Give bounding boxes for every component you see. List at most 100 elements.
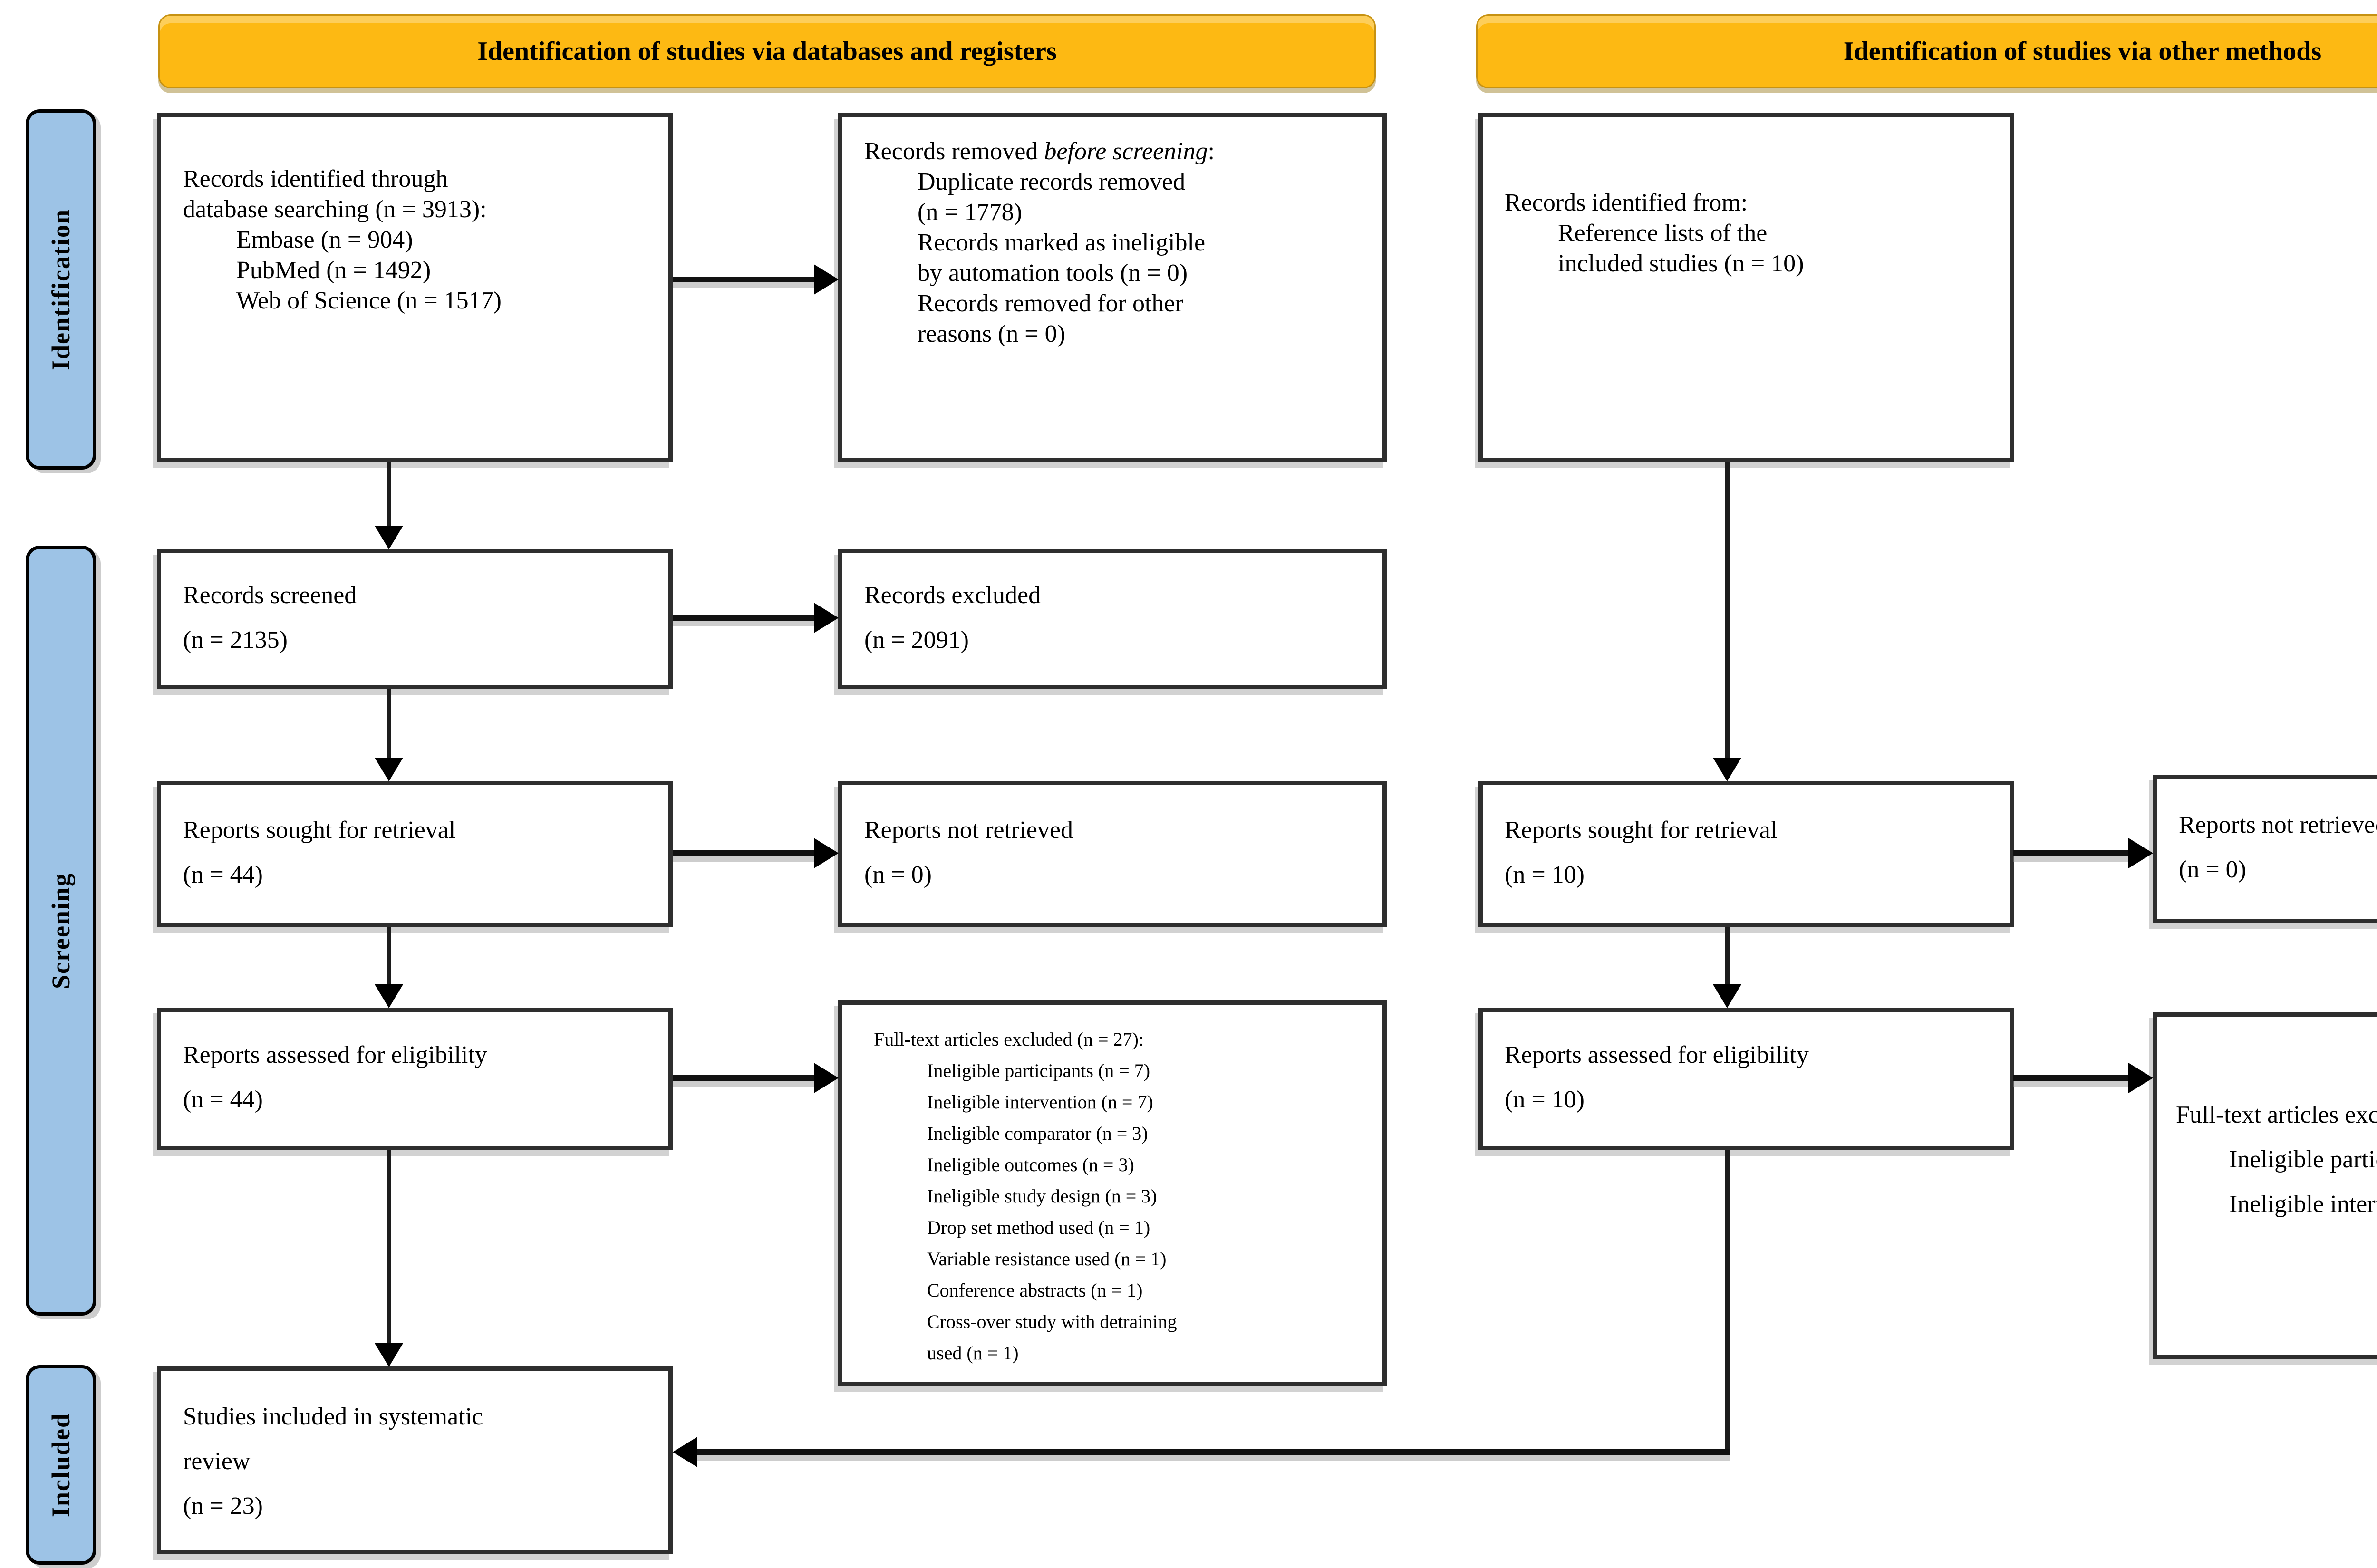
arrow-sought-to-assessed-other	[1725, 927, 1730, 987]
arrow-identified-to-screened	[387, 462, 391, 529]
box-text-line: Reports assessed for eligibility	[183, 1041, 487, 1068]
box-text-line: Ineligible participants (n = 2)	[2229, 1146, 2377, 1173]
phase-identification-label: Identification	[47, 208, 75, 370]
arrow-assessed-to-fulltext-excluded-other	[2013, 1075, 2130, 1081]
box-text-line: (n = 2091)	[864, 626, 969, 654]
box-text-segment: Records removed	[864, 138, 1044, 165]
arrow-sought-to-not-retrieved-other	[2013, 850, 2130, 856]
box-text-line: Reports not retrieved	[864, 817, 1073, 844]
box-text-line: Studies included in systematic	[183, 1403, 483, 1430]
box-text-line: Reports not retrieved	[2179, 811, 2377, 838]
arrowhead-down-icon	[375, 984, 403, 1008]
box-text-line: Ineligible participants (n = 7)	[927, 1060, 1150, 1081]
box-records-excluded: Records excluded (n = 2091)	[838, 549, 1387, 689]
box-reports-assessed-databases: Reports assessed for eligibility (n = 44…	[157, 1008, 673, 1150]
box-text-line: by automation tools (n = 0)	[918, 260, 1188, 287]
box-text-line: Records removed before screening:	[864, 136, 1378, 167]
box-text-line: Drop set method used (n = 1)	[927, 1217, 1150, 1238]
box-text-line: Ineligible intervention (n = 7)	[927, 1091, 1153, 1113]
box-text-line: Ineligible intervention (n = 2)	[2229, 1191, 2377, 1218]
box-text-line: Ineligible comparator (n = 3)	[927, 1123, 1148, 1144]
box-text-line: Records identified from:	[1505, 189, 1748, 216]
arrow-sought-to-assessed-db	[387, 927, 391, 987]
arrowhead-right-icon	[814, 838, 839, 868]
arrowhead-right-icon	[814, 264, 839, 295]
box-text-line: (n = 44)	[183, 861, 263, 888]
box-text-line: (n = 0)	[864, 861, 932, 888]
box-text-line: Ineligible study design (n = 3)	[927, 1185, 1157, 1207]
box-text-line: Reports assessed for eligibility	[1505, 1041, 1809, 1068]
arrowhead-right-icon	[2128, 838, 2153, 868]
box-fulltext-excluded-other: Full-text articles excluded (n = 4): Ine…	[2153, 1012, 2377, 1359]
arrow-assessed-to-included	[387, 1150, 391, 1346]
box-text-line: Reports sought for retrieval	[1505, 817, 1778, 844]
arrow-screened-to-sought	[387, 689, 391, 760]
box-text-line: Embase (n = 904)	[236, 226, 413, 253]
box-reports-assessed-other: Reports assessed for eligibility (n = 10…	[1478, 1008, 2014, 1150]
banner-other-methods-label: Identification of studies via other meth…	[1843, 37, 2322, 66]
box-text-line: (n = 44)	[183, 1086, 263, 1113]
box-text-line: review	[183, 1448, 251, 1475]
box-fulltext-excluded-databases: Full-text articles excluded (n = 27): In…	[838, 1000, 1387, 1386]
banner-other-methods: Identification of studies via other meth…	[1476, 14, 2377, 88]
box-text-line: Variable resistance used (n = 1)	[927, 1248, 1167, 1270]
box-text-line: included studies (n = 10)	[1558, 250, 1804, 277]
box-text-line: (n = 10)	[1505, 861, 1585, 888]
box-text-line: used (n = 1)	[927, 1342, 1019, 1364]
box-text-line: Ineligible outcomes (n = 3)	[927, 1154, 1134, 1175]
box-reports-not-retrieved-databases: Reports not retrieved (n = 0)	[838, 781, 1387, 927]
arrow-identified-other-to-sought	[1725, 462, 1730, 760]
box-text-line: (n = 1778)	[918, 199, 1022, 226]
box-text-line: Reports sought for retrieval	[183, 817, 456, 844]
arrowhead-right-icon	[2128, 1063, 2153, 1093]
arrow-sought-to-not-retrieved-db	[673, 850, 815, 856]
arrowhead-right-icon	[814, 603, 839, 633]
box-records-removed-before-screening: Records removed before screening: Duplic…	[838, 113, 1387, 462]
box-text-line: Records marked as ineligible	[918, 229, 1206, 256]
box-text-line: (n = 23)	[183, 1492, 263, 1520]
box-text-italic-segment: before screening	[1044, 138, 1208, 165]
box-reports-sought-other: Reports sought for retrieval (n = 10)	[1478, 781, 2014, 927]
phase-included: Included	[26, 1365, 96, 1565]
arrow-assessed-to-fulltext-excluded-db	[673, 1075, 815, 1081]
arrowhead-down-icon	[375, 1343, 403, 1367]
box-text-line: Cross-over study with detraining	[927, 1311, 1177, 1332]
arrowhead-down-icon	[1713, 758, 1741, 781]
phase-identification: Identification	[26, 109, 96, 470]
box-text-line: Records identified through	[183, 165, 448, 192]
box-records-screened: Records screened (n = 2135)	[157, 549, 673, 689]
box-text-line: Records excluded	[864, 582, 1041, 609]
box-text-line: (n = 0)	[2179, 856, 2246, 883]
box-reports-not-retrieved-other: Reports not retrieved (n = 0)	[2153, 775, 2377, 923]
box-studies-included: Studies included in systematic review (n…	[157, 1366, 673, 1554]
arrowhead-down-icon	[375, 526, 403, 549]
arrow-screened-to-excluded	[673, 615, 815, 621]
phase-included-label: Included	[47, 1412, 75, 1518]
box-reports-sought-databases: Reports sought for retrieval (n = 44)	[157, 781, 673, 927]
phase-screening: Screening	[26, 546, 96, 1316]
box-text-line: (n = 10)	[1505, 1086, 1585, 1113]
box-text-line: (n = 2135)	[183, 626, 288, 654]
box-text-line: reasons (n = 0)	[918, 320, 1065, 347]
box-text-line: Records screened	[183, 582, 357, 609]
arrowhead-right-icon	[814, 1063, 839, 1093]
arrow-assessed-other-to-included-vertical	[1725, 1150, 1730, 1455]
box-text-line: Conference abstracts (n = 1)	[927, 1279, 1143, 1301]
arrowhead-down-icon	[375, 758, 403, 781]
banner-databases-registers: Identification of studies via databases …	[158, 14, 1376, 88]
phase-screening-label: Screening	[47, 872, 75, 989]
box-text-line: PubMed (n = 1492)	[236, 257, 431, 284]
box-text-line: Records removed for other	[918, 290, 1183, 317]
box-text-segment: :	[1208, 138, 1215, 165]
box-text-line: Web of Science (n = 1517)	[236, 287, 502, 314]
box-text-line: database searching (n = 3913):	[183, 196, 487, 223]
box-text-line: Reference lists of the	[1558, 220, 1768, 247]
banner-databases-label: Identification of studies via databases …	[477, 37, 1057, 66]
arrow-identified-to-removed	[673, 277, 815, 282]
arrow-assessed-other-to-included-horizontal	[696, 1449, 1730, 1455]
box-text-line: Duplicate records removed	[918, 168, 1186, 195]
arrowhead-down-icon	[1713, 984, 1741, 1008]
box-records-identified-other: Records identified from: Reference lists…	[1478, 113, 2014, 462]
box-text-line: Full-text articles excluded (n = 27):	[874, 1029, 1144, 1050]
